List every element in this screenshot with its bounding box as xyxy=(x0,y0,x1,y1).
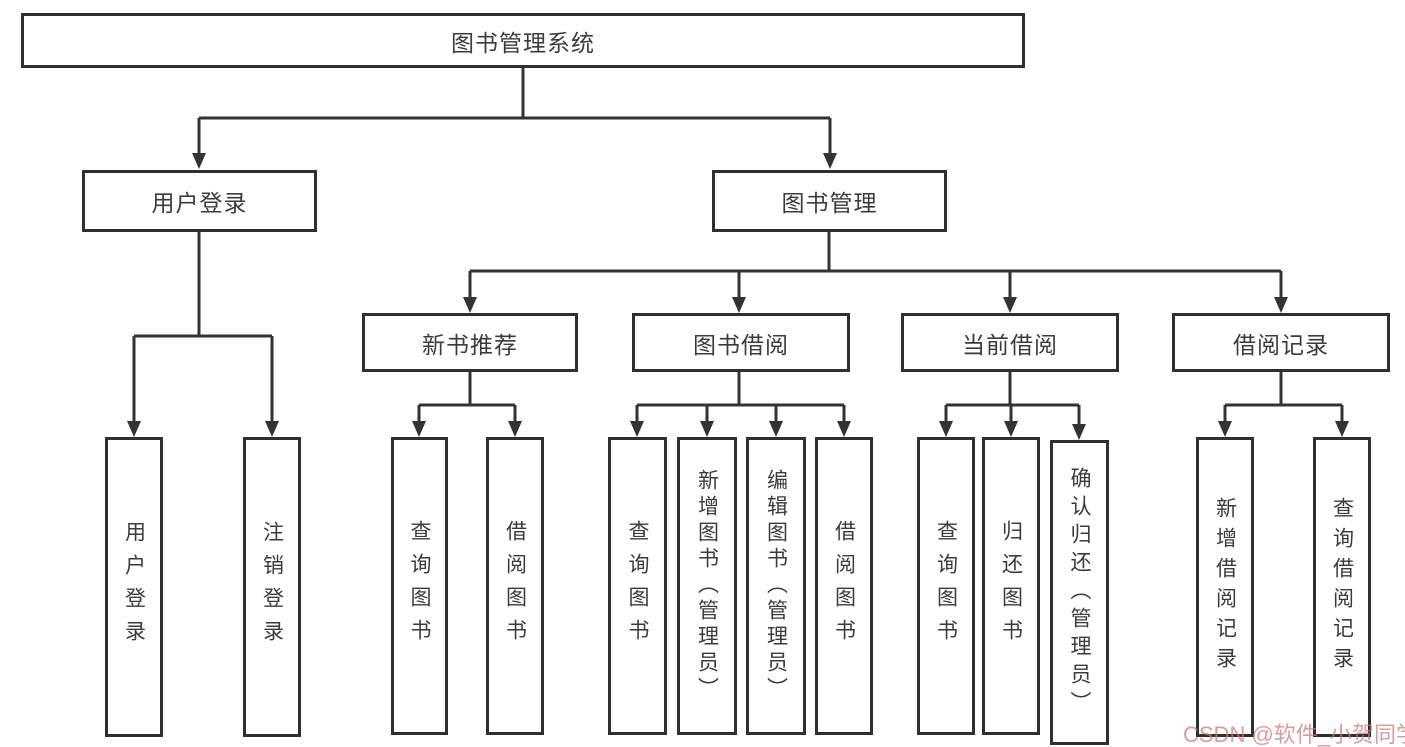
leaf-logout: 注销登录 xyxy=(243,437,301,737)
leaf-return-book: 归还图书 xyxy=(982,437,1040,735)
node-label: 借阅图书 xyxy=(503,520,527,652)
node-label: 查询借阅记录 xyxy=(1330,497,1354,677)
node-book-borrow: 图书借阅 xyxy=(632,313,850,372)
connector-root-to-level2 xyxy=(192,68,837,169)
leaf-query-borrow-record: 查询借阅记录 xyxy=(1313,437,1371,737)
leaf-add-borrow-record: 新增借阅记录 xyxy=(1196,437,1254,737)
node-label: 注销登录 xyxy=(260,521,284,653)
node-label: 归还图书 xyxy=(999,520,1023,652)
node-label: 用户登录 xyxy=(151,190,248,216)
node-label: 图书借阅 xyxy=(693,331,789,358)
node-label: 新增借阅记录 xyxy=(1213,497,1237,677)
leaf-query-book-1: 查询图书 xyxy=(391,437,448,735)
leaf-borrow-book-1: 借阅图书 xyxy=(486,437,544,735)
node-current-borrow: 当前借阅 xyxy=(901,313,1119,372)
node-label: 查询图书 xyxy=(408,520,431,652)
node-label: 当前借阅 xyxy=(962,331,1058,358)
leaf-user-login: 用户登录 xyxy=(105,437,163,737)
leaf-add-book-admin: 新增图书（管理员） xyxy=(677,437,737,735)
connector-book-borrow-children xyxy=(630,372,851,437)
node-book-mgmt: 图书管理 xyxy=(712,170,947,232)
node-label: 查询图书 xyxy=(626,520,649,652)
node-label: 新增图书（管理员） xyxy=(695,469,719,703)
node-label: 借阅图书 xyxy=(832,520,856,652)
connector-new-book-children xyxy=(412,372,522,437)
leaf-query-book-3: 查询图书 xyxy=(917,437,975,735)
node-label: 查询图书 xyxy=(934,520,958,652)
csdn-watermark: CSDN @软件_小贺同学 xyxy=(1183,722,1405,747)
node-user-login: 用户登录 xyxy=(82,170,317,232)
connector-user-login-children xyxy=(127,232,279,437)
node-label: 编辑图书（管理员） xyxy=(764,469,788,703)
leaf-borrow-book-2: 借阅图书 xyxy=(815,437,873,735)
node-label: 借阅记录 xyxy=(1233,331,1329,358)
node-new-book-recommend: 新书推荐 xyxy=(362,313,578,372)
node-label: 新书推荐 xyxy=(422,331,518,358)
leaf-query-book-2: 查询图书 xyxy=(608,437,667,735)
node-root-system: 图书管理系统 xyxy=(21,13,1025,68)
node-label: 用户登录 xyxy=(122,521,146,653)
node-label: 图书管理系统 xyxy=(451,29,595,56)
connector-current-borrow-children xyxy=(939,372,1086,440)
connector-book-mgmt-children xyxy=(463,232,1288,313)
leaf-confirm-return-admin: 确认归还（管理员） xyxy=(1050,440,1109,745)
node-label: 确认归还（管理员） xyxy=(1068,466,1091,719)
leaf-edit-book-admin: 编辑图书（管理员） xyxy=(746,437,806,735)
node-label: 图书管理 xyxy=(781,190,878,216)
connector-records-children xyxy=(1218,372,1349,437)
node-borrow-records: 借阅记录 xyxy=(1172,313,1390,372)
